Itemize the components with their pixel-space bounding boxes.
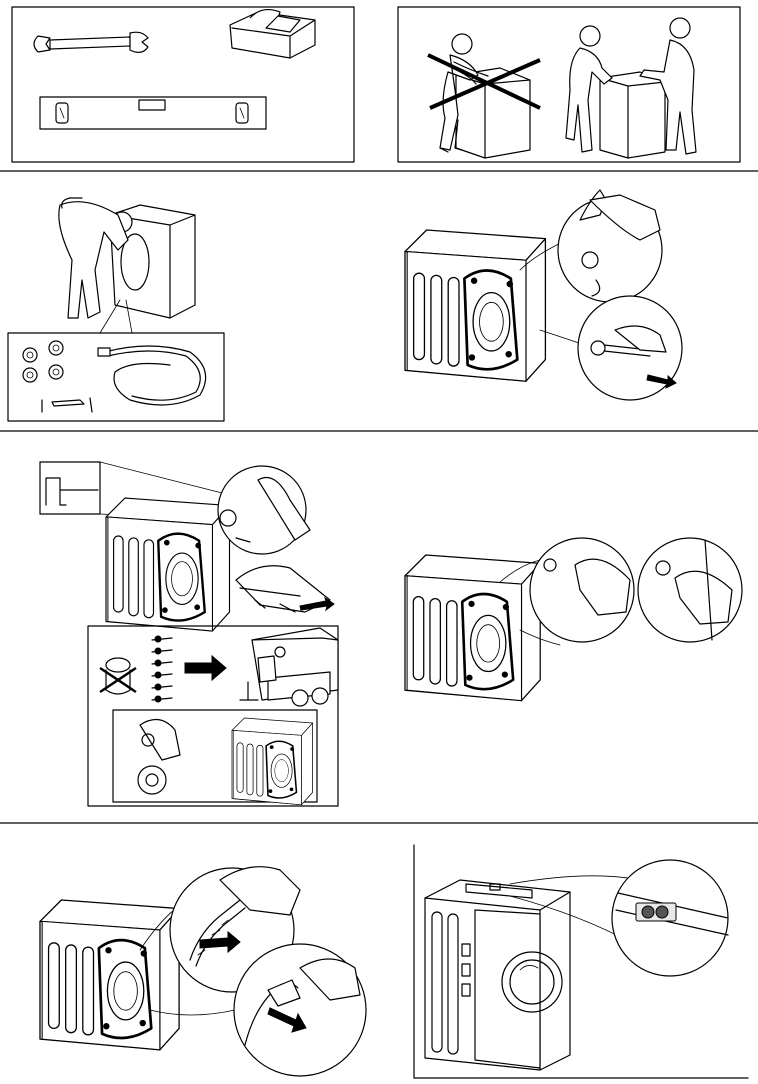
delivery-truck-icon [240,628,338,706]
tools-figure [12,7,354,162]
transit-bolts-figure [40,462,338,806]
toolbox-icon [230,10,315,58]
caps-figure [405,538,742,701]
accessories-box [8,333,224,421]
correct-lift-persons [566,18,696,158]
bolts-and-spacers-icon [100,636,172,702]
inlet-hose-icon [98,346,206,405]
hose-bracket-icon [42,398,92,412]
wrench-icon [34,32,148,52]
spirit-level-icon [40,97,266,129]
lifting-figure [398,7,740,162]
washer-front [425,880,570,1070]
bolt-insert-detail [138,720,180,794]
hose-removal-figure [40,867,366,1076]
plastic-caps-icon [23,341,63,382]
spacer-detail-box [40,462,100,514]
arrow-right-icon [185,656,226,680]
bolt-removal-figure [405,190,682,400]
unpacking-figure [8,198,224,421]
leveling-figure [414,845,748,1078]
